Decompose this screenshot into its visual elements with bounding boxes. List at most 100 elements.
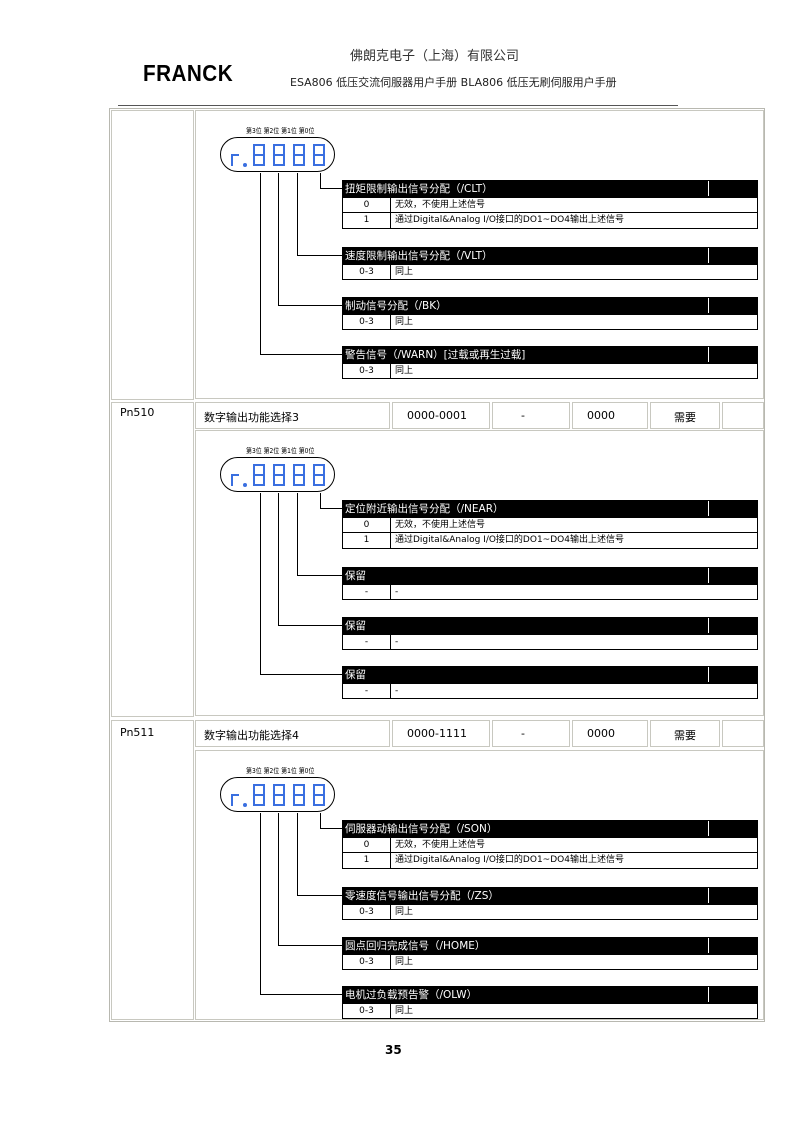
led-segment — [231, 794, 239, 806]
option-description: 无效，不使用上述信号 — [395, 840, 486, 850]
option-description: 无效，不使用上述信号 — [395, 200, 486, 210]
pn511-code-cell: Pn511 — [111, 720, 194, 1020]
signal-option-row: -- — [342, 634, 758, 650]
connector-line — [278, 625, 342, 626]
continued-code-cell — [111, 110, 194, 400]
signal-title-text: 保留 — [345, 570, 366, 582]
option-description: 同上 — [395, 907, 414, 917]
title-empty-cell — [708, 618, 758, 633]
option-value: 0 — [343, 838, 391, 852]
param-restart: 需要 — [674, 729, 696, 742]
signal-title: 电机过负载预告警（/OLW） — [342, 986, 758, 1003]
title-empty-cell — [708, 181, 758, 196]
signal-option-row: -- — [342, 584, 758, 600]
param-range: 0000-0001 — [407, 409, 467, 422]
param-name-cell: 数字输出功能选择3 — [195, 402, 390, 429]
digit-position-labels: 第3位 第2位 第1位 第0位 — [246, 767, 315, 775]
option-value: 0-3 — [343, 1004, 391, 1018]
option-value: 0-3 — [343, 364, 391, 378]
param-unit-cell: - — [492, 720, 570, 747]
param-unit: - — [521, 409, 525, 422]
param-unit-cell: - — [492, 402, 570, 429]
connector-line — [278, 173, 279, 305]
signal-title-text: 速度限制输出信号分配（/VLT） — [345, 250, 493, 262]
signal-title: 零速度信号输出信号分配（/ZS） — [342, 887, 758, 904]
signal-title: 圆点回归完成信号（/HOME） — [342, 937, 758, 954]
connector-line — [297, 813, 298, 895]
param-restart-cell: 需要 — [650, 720, 720, 747]
connector-line — [297, 173, 298, 255]
led-digit — [313, 784, 325, 806]
signal-title-text: 圆点回归完成信号（/HOME） — [345, 940, 486, 952]
option-value: 0 — [343, 518, 391, 532]
signal-title-text: 定位附近输出信号分配（/NEAR） — [345, 503, 504, 515]
led-digit — [253, 784, 265, 806]
led-digit — [313, 144, 325, 166]
empty-cell — [722, 720, 764, 747]
title-empty-cell — [708, 347, 758, 362]
led-dot — [243, 803, 247, 807]
title-empty-cell — [708, 501, 758, 516]
signal-title: 扭矩限制输出信号分配（/CLT） — [342, 180, 758, 197]
led-segment — [231, 154, 239, 166]
led-digit — [293, 464, 305, 486]
connector-line — [320, 493, 321, 508]
digit-position-labels: 第3位 第2位 第1位 第0位 — [246, 447, 315, 455]
option-description: - — [395, 686, 399, 696]
param-code: Pn510 — [120, 406, 155, 419]
connector-line — [260, 674, 342, 675]
connector-line — [260, 173, 261, 354]
diagram-cell — [195, 750, 764, 1020]
signal-title: 保留 — [342, 567, 758, 584]
title-empty-cell — [708, 568, 758, 583]
option-value: 1 — [343, 853, 391, 868]
led-dot — [243, 163, 247, 167]
param-code: Pn511 — [120, 726, 155, 739]
connector-line — [278, 813, 279, 945]
signal-title: 定位附近输出信号分配（/NEAR） — [342, 500, 758, 517]
signal-option-row: 1 通过Digital&Analog I/O接口的DO1~DO4输出上述信号 — [342, 853, 758, 869]
led-display-icon — [220, 137, 335, 172]
option-description: 同上 — [395, 1006, 414, 1016]
title-empty-cell — [708, 821, 758, 836]
option-description: 通过Digital&Analog I/O接口的DO1~DO4输出上述信号 — [395, 535, 624, 545]
param-default: 0000 — [587, 727, 615, 740]
led-dot — [243, 483, 247, 487]
pn510-code-cell: Pn510 — [111, 402, 194, 717]
connector-line — [260, 813, 261, 994]
signal-title-text: 保留 — [345, 620, 366, 632]
connector-line — [320, 188, 342, 189]
signal-option-row: -- — [342, 683, 758, 699]
led-digit — [273, 144, 285, 166]
signal-title: 速度限制输出信号分配（/VLT） — [342, 247, 758, 264]
title-empty-cell — [708, 987, 758, 1002]
connector-line — [278, 305, 342, 306]
signal-title-text: 电机过负载预告警（/OLW） — [345, 989, 478, 1001]
option-description: 通过Digital&Analog I/O接口的DO1~DO4输出上述信号 — [395, 855, 624, 865]
led-digit — [313, 464, 325, 486]
option-description: - — [395, 587, 399, 597]
connector-line — [297, 895, 342, 896]
param-range-cell: 0000-1111 — [392, 720, 490, 747]
signal-title: 伺服器动输出信号分配（/SON） — [342, 820, 758, 837]
led-display-icon — [220, 457, 335, 492]
connector-line — [297, 575, 342, 576]
param-default-cell: 0000 — [572, 402, 648, 429]
signal-title: 警告信号（/WARN）[过载或再生过载] — [342, 346, 758, 363]
signal-title: 制动信号分配（/BK） — [342, 297, 758, 314]
digit-position-labels: 第3位 第2位 第1位 第0位 — [246, 127, 315, 135]
param-default-cell: 0000 — [572, 720, 648, 747]
connector-line — [320, 173, 321, 188]
option-value: - — [343, 684, 391, 698]
signal-option-row: 0 无效，不使用上述信号 — [342, 837, 758, 853]
signal-title-text: 扭矩限制输出信号分配（/CLT） — [345, 183, 493, 195]
empty-cell — [722, 402, 764, 429]
